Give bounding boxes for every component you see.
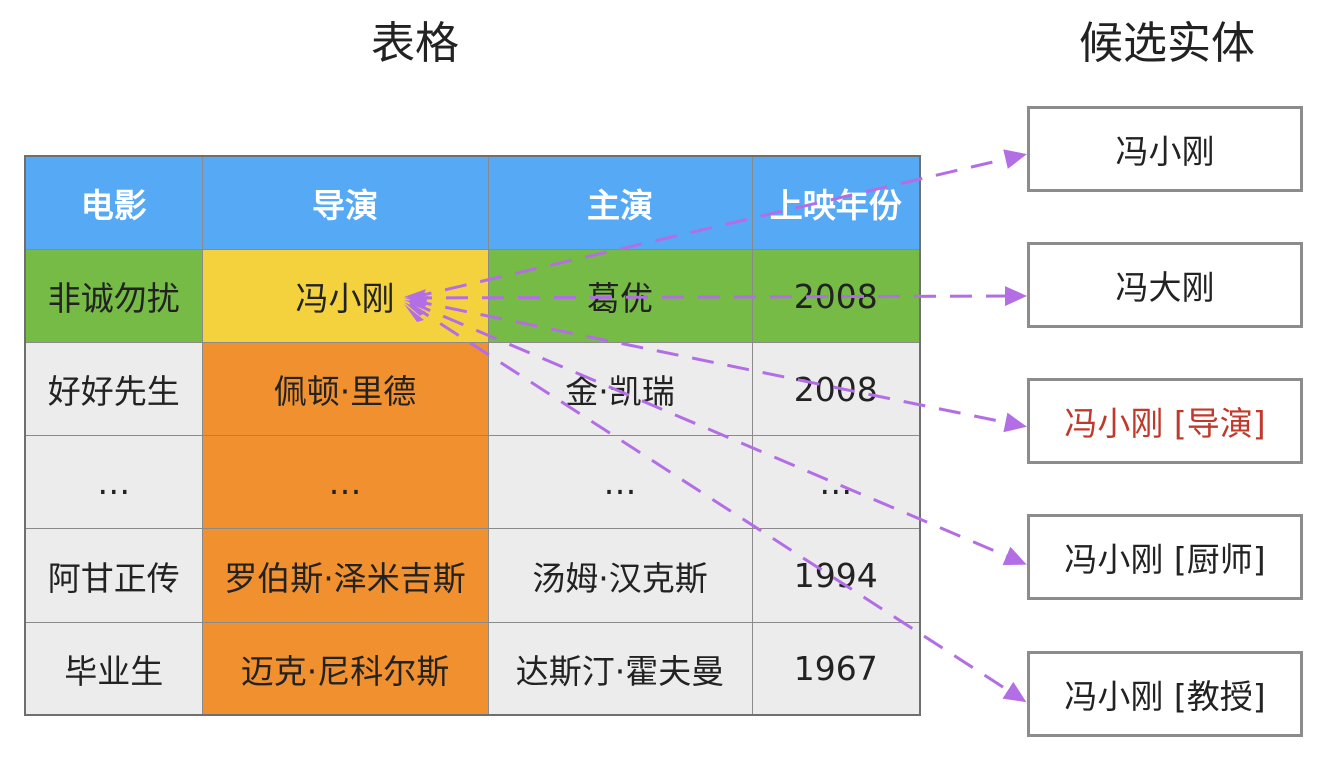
table-row: 非诚勿扰 冯小刚 葛优 2008 — [24, 249, 921, 343]
cell-movie: … — [24, 435, 203, 529]
cell-director: 佩顿·里德 — [201, 342, 489, 436]
cell-actor: 达斯汀·霍夫曼 — [487, 622, 753, 716]
candidate-box-1: 冯小刚 — [1027, 106, 1303, 192]
cell-director: 罗伯斯·泽米吉斯 — [201, 528, 489, 623]
cell-actor: 汤姆·汉克斯 — [487, 528, 753, 623]
candidate-box-4: 冯小刚 [厨师] — [1027, 514, 1303, 600]
table-row: 好好先生 佩顿·里德 金·凯瑞 2008 — [24, 342, 921, 436]
cell-year: 2008 — [751, 249, 921, 343]
table-title: 表格 — [371, 18, 459, 69]
table-row: 毕业生 迈克·尼科尔斯 达斯汀·霍夫曼 1967 — [24, 622, 921, 716]
cell-director: … — [201, 435, 489, 529]
cell-year: 2008 — [751, 342, 921, 436]
cell-year: 1994 — [751, 528, 921, 623]
cell-year: 1967 — [751, 622, 921, 716]
cell-movie: 好好先生 — [24, 342, 203, 436]
header-year: 上映年份 — [751, 155, 921, 250]
cell-movie: 毕业生 — [24, 622, 203, 716]
cell-movie: 非诚勿扰 — [24, 249, 203, 343]
cell-movie: 阿甘正传 — [24, 528, 203, 623]
cell-director: 迈克·尼科尔斯 — [201, 622, 489, 716]
mention-cell: 冯小刚 — [201, 249, 489, 343]
candidate-box-2: 冯大刚 — [1027, 242, 1303, 328]
cell-actor: 葛优 — [487, 249, 753, 343]
header-director: 导演 — [201, 155, 489, 250]
table-row: 阿甘正传 罗伯斯·泽米吉斯 汤姆·汉克斯 1994 — [24, 528, 921, 623]
cell-year: … — [751, 435, 921, 529]
movie-table: 电影 导演 主演 上映年份 非诚勿扰 冯小刚 葛优 2008 好好先生 佩顿·里… — [24, 155, 921, 716]
header-actor: 主演 — [487, 155, 753, 250]
candidate-box-3: 冯小刚 [导演] — [1027, 378, 1303, 464]
candidates-title: 候选实体 — [1079, 18, 1255, 69]
table-row: … … … … — [24, 435, 921, 529]
table-header-row: 电影 导演 主演 上映年份 — [24, 155, 921, 250]
cell-actor: 金·凯瑞 — [487, 342, 753, 436]
header-movie: 电影 — [24, 155, 203, 250]
cell-actor: … — [487, 435, 753, 529]
candidate-box-5: 冯小刚 [教授] — [1027, 651, 1303, 737]
